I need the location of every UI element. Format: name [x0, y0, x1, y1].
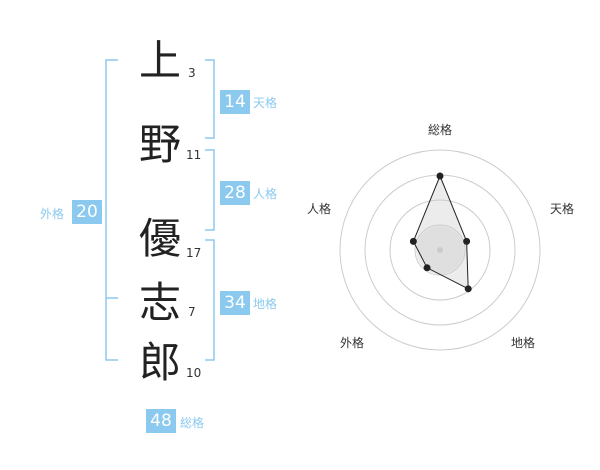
radar-axis-label-jinkaku: 人格 — [307, 202, 332, 216]
tenkaku-label: 天格 — [253, 96, 278, 110]
gaikaku-label: 外格 — [40, 207, 65, 221]
char-5: 郎 — [138, 338, 181, 387]
jinkaku-value-badge: 28 — [220, 181, 250, 205]
radar-series-polygon — [412, 174, 469, 290]
radar-ring-2 — [389, 199, 491, 301]
char-1: 上 — [138, 36, 181, 85]
radar-point-4 — [409, 237, 417, 245]
char-4: 志 — [138, 278, 181, 327]
tenkaku-value-badge: 14 — [220, 90, 250, 114]
radar-center — [437, 247, 443, 253]
soukaku-label: 総格 — [180, 416, 205, 430]
jinkaku-label: 人格 — [253, 187, 278, 201]
stroke-count-1: 3 — [188, 66, 196, 80]
chikaku-value-badge: 34 — [220, 291, 250, 315]
bracket-chikaku — [205, 239, 215, 361]
chikaku-label: 地格 — [253, 297, 278, 311]
stroke-count-4: 7 — [188, 305, 196, 319]
bracket-gaikaku — [105, 59, 118, 361]
bracket-jinkaku — [205, 149, 215, 231]
char-3: 優 — [138, 214, 181, 263]
radar-axis-label-chikaku: 地格 — [511, 336, 536, 350]
soukaku-value-badge: 48 — [146, 409, 176, 433]
radar-point-2 — [464, 285, 472, 293]
gaikaku-value-badge: 20 — [72, 200, 102, 224]
stroke-count-3: 17 — [186, 246, 202, 260]
radar-axis-label-tenkaku: 天格 — [550, 202, 575, 216]
stroke-count-5: 10 — [186, 366, 202, 380]
radar-axis-label-gaikaku: 外格 — [340, 336, 365, 350]
radar-point-1 — [463, 237, 471, 245]
radar-axis-label-soukaku: 総格 — [428, 123, 453, 137]
radar-ring-4 — [339, 149, 541, 351]
radar-point-3 — [423, 264, 431, 272]
radar-point-0 — [436, 172, 444, 180]
bracket-tenkaku — [205, 59, 215, 139]
radar-ring-1 — [414, 224, 466, 276]
char-2: 野 — [138, 120, 181, 169]
stroke-count-2: 11 — [186, 148, 202, 162]
